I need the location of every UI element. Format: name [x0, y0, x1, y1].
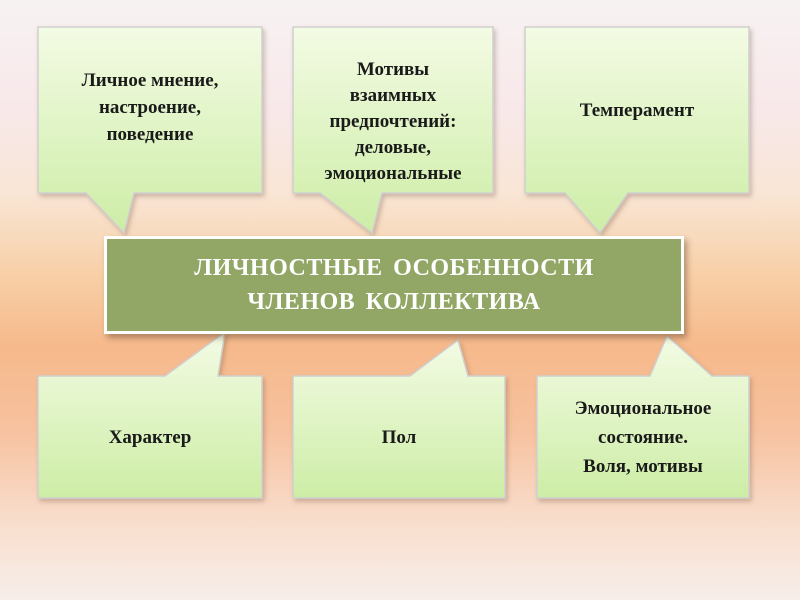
callout-text-1: Личное мнение, настроение, поведение	[81, 70, 219, 145]
callout-personal-opinion: Личное мнение, настроение, поведение	[38, 27, 262, 193]
callout-shape-3	[524, 26, 750, 235]
callout-emotional-state: Эмоциональное состояние. Воля, мотивы	[537, 376, 749, 498]
callout-shape-6	[536, 334, 750, 499]
callout-shape-1	[37, 26, 263, 235]
callout-text-4: Характер	[108, 426, 192, 448]
callout-character: Характер	[38, 376, 262, 498]
callout-shape-4	[37, 330, 263, 499]
callout-temperament: Темперамент	[525, 27, 749, 193]
callout-text-5: Пол	[381, 426, 417, 448]
callout-text-3: Темперамент	[579, 100, 695, 121]
callout-text-6: Эмоциональное состояние. Воля, мотивы	[574, 397, 712, 477]
callout-text-2: Мотивы взаимных предпочтений: деловые, э…	[324, 59, 462, 184]
callout-gender: Пол	[293, 376, 505, 498]
callout-shape-2	[292, 26, 494, 235]
callout-shape-5	[292, 338, 506, 499]
central-concept-box: ЛИЧНОСТНЫЕ ОСОБЕННОСТИ ЧЛЕНОВ КОЛЛЕКТИВА	[104, 236, 684, 334]
central-concept-title: ЛИЧНОСТНЫЕ ОСОБЕННОСТИ ЧЛЕНОВ КОЛЛЕКТИВА	[194, 255, 594, 315]
callout-motives: Мотивы взаимных предпочтений: деловые, э…	[293, 27, 493, 193]
